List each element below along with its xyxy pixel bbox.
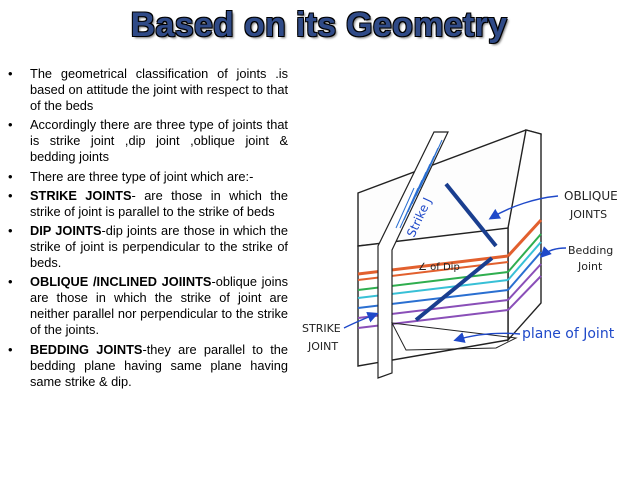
bullet-text: -they are parallel to the bedding plane … (30, 341, 288, 389)
bullet-heading: DIP JOINTS (30, 222, 102, 238)
bullet-text: The geometrical classification of joints… (30, 66, 288, 114)
bullet-item: • OBLIQUE /INCLINED JOIINTS-oblique joins… (6, 274, 288, 338)
bullet-icon: • (8, 274, 13, 290)
bullet-item: • DIP JOINTS-dip joints are those in whic… (6, 223, 288, 271)
bullet-icon: • (8, 341, 13, 357)
bullet-icon: • (8, 222, 13, 238)
bullet-text: -dip joints are those in which the strik… (30, 222, 288, 271)
bullet-item: • The geometrical classification of joint… (6, 66, 288, 114)
label-strike-joint-1: STRIKE (302, 322, 341, 335)
block-front-face (357, 227, 509, 367)
bullet-item: • Accordingly there are three type of joi… (6, 117, 288, 165)
bullet-text: There are three type of joint which are:… (30, 168, 254, 184)
dip-joint-line (414, 256, 494, 322)
oblique-joint-line (444, 182, 498, 248)
bullet-icon: • (8, 168, 13, 184)
label-strike-joint-2: JOINT (307, 340, 338, 353)
bullet-icon: • (8, 66, 13, 81)
label-bedding-1: Bedding (568, 244, 613, 257)
joint-geometry-diagram: Strike J OBLIQUE JOINTS Bedding Joint ∠ … (302, 129, 618, 379)
label-plane-of-joint: plane of Joint (522, 326, 615, 342)
bullet-item: • There are three type of joint which are… (6, 169, 288, 185)
bullet-heading: BEDDING JOINTS (30, 341, 143, 357)
arrow-strike-joint (343, 311, 379, 329)
bullet-icon: • (8, 187, 13, 203)
slide-title: Based on its Geometry (130, 6, 508, 44)
arrow-oblique (488, 195, 559, 220)
block-right-face (507, 129, 542, 342)
label-angle-of-dip: ∠ of Dip (418, 262, 460, 273)
bullet-text: -oblique joins are those in which the st… (30, 274, 288, 338)
label-bedding-2: Joint (577, 260, 603, 273)
bullet-heading: OBLIQUE /INCLINED JOIINTS (30, 274, 212, 290)
arrow-plane-of-joint (453, 332, 521, 343)
label-oblique-1: OBLIQUE (564, 189, 618, 203)
bullet-item: • STRIKE JOINTS- are those in which the s… (6, 188, 288, 220)
bullet-text: - are those in which the strike of joint… (30, 187, 289, 219)
strike-joint-plane (377, 131, 449, 379)
bullet-icon: • (8, 117, 13, 133)
label-oblique-2: JOINTS (569, 208, 607, 221)
bullet-item: • BEDDING JOINTS-they are parallel to the… (6, 342, 288, 390)
bullet-heading: STRIKE JOINTS (30, 187, 132, 203)
arrow-bedding (540, 246, 567, 258)
bullet-text: Accordingly there are three type of join… (30, 117, 288, 165)
bullet-list: • The geometrical classification of joint… (6, 66, 288, 393)
joint-plane-bottom (391, 322, 518, 351)
